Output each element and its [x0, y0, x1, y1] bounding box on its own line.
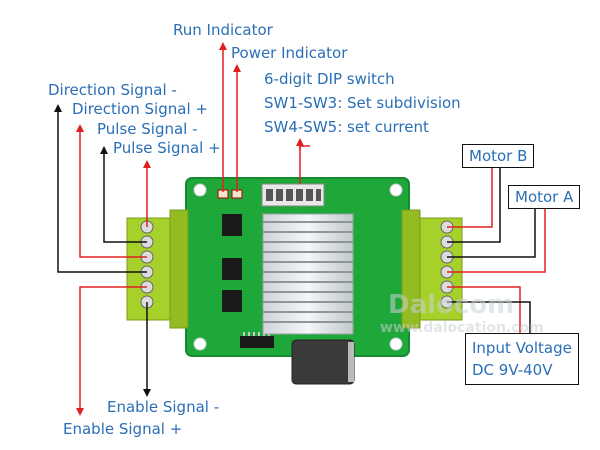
sw4-sw5-label: SW4-SW5: set current: [264, 118, 429, 136]
enable-plus-label: Enable Signal +: [63, 420, 183, 438]
enable-minus-label: Enable Signal -: [107, 398, 220, 416]
motor-a-line-1: [447, 208, 536, 258]
direction-plus-label: Direction Signal +: [72, 100, 208, 118]
mount-hole: [389, 183, 403, 197]
mount-hole: [193, 183, 207, 197]
input-voltage-line-2: [447, 301, 531, 333]
ic-chip: [240, 336, 274, 348]
dip-switch-label: 6-digit DIP switch: [264, 70, 395, 88]
motor-b-line-2: [447, 167, 501, 243]
power-indicator-label: Power Indicator: [231, 44, 348, 62]
input-voltage-line-2-label: DC 9V-40V: [472, 361, 553, 379]
motor-b-line-1: [447, 167, 493, 228]
motor-b-box: Motor B: [462, 144, 535, 168]
optocoupler: [222, 258, 242, 280]
sw1-sw3-label: SW1-SW3: Set subdivision: [264, 94, 461, 112]
capacitor: [291, 339, 355, 385]
input-voltage-line-1-label: Input Voltage: [472, 339, 572, 357]
watermark-url: www.dalocation.com: [380, 320, 544, 336]
optocoupler: [222, 290, 242, 312]
motor-a-line-2: [447, 208, 546, 273]
pulse-plus-label: Pulse Signal +: [113, 139, 221, 157]
direction-minus-label: Direction Signal -: [48, 81, 177, 99]
motor-a-box: Motor A: [508, 185, 581, 209]
mount-hole: [389, 337, 403, 351]
pulse-minus-arrow: [100, 146, 147, 243]
enable-plus-arrow: [76, 286, 147, 416]
direction-minus-arrow: [54, 104, 147, 273]
input-voltage-line-1: [447, 286, 521, 333]
input-voltage-box: Input Voltage DC 9V-40V: [465, 333, 579, 385]
optocoupler: [222, 214, 242, 236]
heatsink: [262, 213, 354, 335]
mount-hole: [193, 337, 207, 351]
direction-plus-arrow: [76, 124, 147, 258]
pulse-minus-label: Pulse Signal -: [97, 120, 198, 138]
watermark-logo: Dalocom: [388, 290, 515, 320]
run-indicator-label: Run Indicator: [173, 21, 273, 39]
